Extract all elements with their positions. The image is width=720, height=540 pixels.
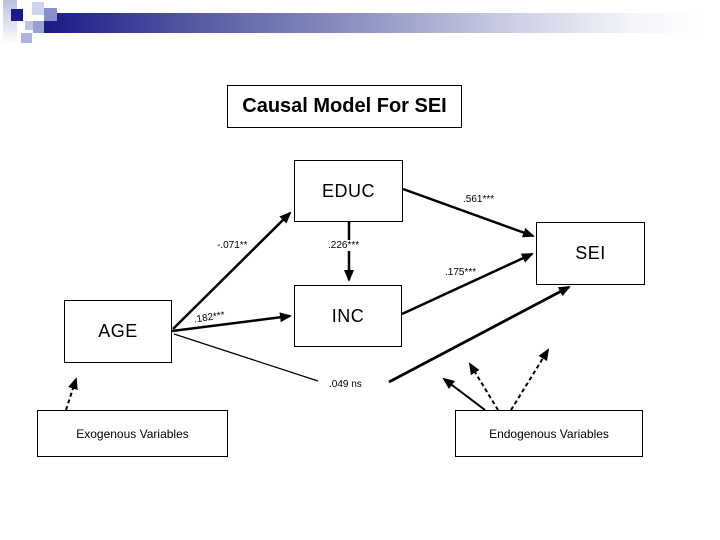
arrow-age-to-educ	[172, 211, 292, 330]
decor-vertical-strip	[3, 0, 17, 43]
legend-exogenous-box: Exogenous Variables	[37, 410, 228, 457]
decor-square-light2	[21, 33, 32, 43]
node-sei: SEI	[536, 222, 645, 285]
arrow-endogenous-to-sei-dashed	[510, 348, 550, 411]
decor-square-navy	[11, 9, 23, 21]
coefficient-age-to-sei: .049 ns	[329, 379, 362, 390]
arrow-endogenous-to-inc-solid	[442, 377, 486, 411]
coefficient-educ-to-sei: .561***	[461, 194, 497, 205]
node-inc: INC	[294, 285, 402, 347]
node-educ-label: EDUC	[321, 180, 375, 201]
coefficient-age-to-inc: .182***	[193, 309, 226, 326]
decor-square-pale	[32, 2, 44, 15]
decor-header-gradient-bar	[44, 13, 700, 33]
arrow-exogenous-to-age-dashed	[65, 377, 78, 411]
slide-title: Causal Model For SEI	[242, 95, 447, 117]
node-age: AGE	[64, 300, 172, 363]
decor-square-medium	[33, 21, 44, 33]
coefficient-educ-to-inc: .226***	[326, 240, 362, 251]
node-age-label: AGE	[98, 321, 138, 341]
coefficient-inc-to-sei: .175***	[443, 267, 479, 278]
arrow-age-to-sei-thick-segment	[388, 285, 571, 384]
arrow-age-to-inc	[171, 312, 292, 333]
legend-endogenous-box: Endogenous Variables	[455, 410, 643, 457]
legend-exogenous-label: Exogenous Variables	[76, 426, 189, 441]
slide-title-box: Causal Model For SEI	[227, 85, 462, 128]
arrow-inc-to-sei	[401, 252, 534, 316]
decor-square-periwinkle	[44, 8, 57, 21]
node-inc-label: INC	[331, 305, 365, 326]
decor-square-light1	[25, 21, 33, 30]
node-sei-label: SEI	[575, 243, 606, 263]
node-educ: EDUC	[294, 160, 403, 222]
arrow-endogenous-dashed-left	[468, 362, 499, 411]
coefficient-age-to-educ: -.071**	[215, 240, 250, 251]
legend-endogenous-label: Endogenous Variables	[489, 426, 609, 441]
